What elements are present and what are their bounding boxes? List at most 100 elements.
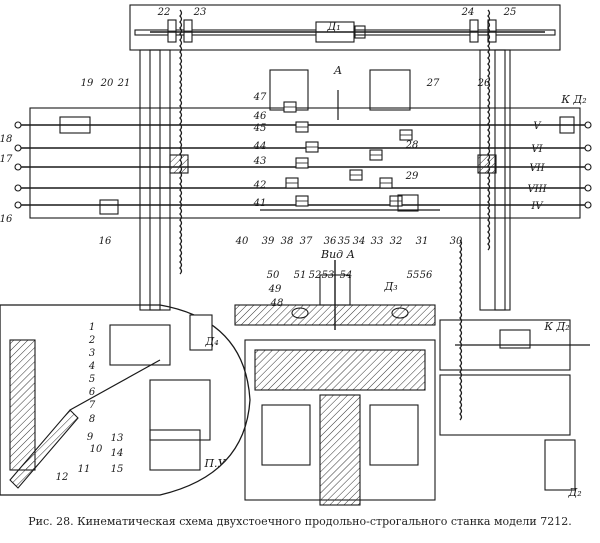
label-upper_left-5: 16 (0, 214, 13, 225)
vid-a-gear-left (291, 307, 309, 319)
shaft-vi-end-right (584, 144, 592, 152)
label-right-0: 27 (426, 78, 440, 89)
top-crossrail (129, 4, 561, 51)
inset-slide (9, 409, 79, 489)
label-center-3: 44 (253, 141, 267, 152)
left-gearbox-top (59, 116, 91, 134)
label-inset-7: 8 (89, 414, 95, 425)
inset-link (69, 359, 161, 411)
label-inset-4: 5 (89, 374, 95, 385)
label-bottom_row-6: 33 (371, 236, 384, 247)
shaft-vii-end-right (584, 163, 592, 171)
motor-d2-bottom (544, 439, 576, 491)
label-inset-13: 14 (111, 448, 124, 459)
label-motor-d3: Д₃ (383, 280, 397, 293)
label-right-2: 28 (405, 140, 419, 151)
label-center-1: 46 (253, 111, 267, 122)
lead-screw-right (487, 9, 491, 251)
inset-gearbox-upper (109, 324, 171, 366)
label-motor-d2-bottom: Д₂ (567, 486, 581, 499)
label-shaft-0: V (533, 121, 542, 132)
label-shaft-2: VII (529, 163, 545, 174)
label-bottom_row-3: 36 (324, 236, 337, 247)
label-motor-d4: Д₄ (204, 335, 218, 348)
label-shaft-4: IV (530, 201, 544, 212)
label-top-3: 25 (503, 7, 517, 18)
label-center-0: 47 (253, 92, 267, 103)
label-upper_left-3: 18 (0, 134, 12, 145)
rack-drive (319, 394, 361, 506)
label-right-1: 26 (477, 78, 491, 89)
motor-d4 (189, 314, 213, 351)
label-left_low-1: 40 (235, 236, 249, 247)
label-vid_a-8: 48 (270, 298, 284, 309)
label-inset-11: 12 (56, 472, 69, 483)
tool-head-right (369, 69, 411, 111)
figure-caption: Рис. 28. Кинематическая схема двухстоечн… (28, 515, 572, 528)
label-shaft-3: VIII (527, 184, 547, 195)
label-right-5: 30 (450, 236, 463, 247)
label-vid_a-4: 54 (340, 270, 353, 281)
nut-26 (477, 154, 497, 174)
bed-left-pocket (261, 404, 311, 466)
shaft-vii-end-left (14, 163, 22, 171)
shaft-v-end-left (14, 121, 22, 129)
vid-a-gear-right (391, 307, 409, 319)
label-motor-d1: Д₁ (326, 20, 340, 33)
label-vid_a-0: 50 (267, 270, 280, 281)
left-column-outer (139, 49, 171, 311)
right-gearbox-top (559, 116, 575, 134)
label-vid_a-3: 53 (322, 270, 335, 281)
label-vid_a-7: 49 (268, 284, 282, 295)
label-bottom_row-7: 32 (390, 236, 403, 247)
label-center-4: 43 (253, 156, 267, 167)
shaft-vi-end-left (14, 144, 22, 152)
lead-screw-right-lower (459, 239, 463, 421)
label-inset-9: 10 (90, 444, 103, 455)
left-column-inner (149, 49, 161, 311)
shaft-v-end-right (584, 121, 592, 129)
label-bottom_row-4: 35 (338, 236, 351, 247)
label-pu: П.У (203, 457, 226, 470)
label-top-1: 23 (193, 7, 207, 18)
label-right-3: 29 (405, 171, 419, 182)
label-view-a-arrow: А (333, 64, 342, 77)
lead-screw-left (179, 9, 183, 275)
label-top-0: 22 (157, 7, 171, 18)
crossrail-housing (29, 107, 581, 219)
label-inset-14: 15 (111, 464, 124, 475)
left-bracket-16 (99, 199, 119, 215)
label-inset-0: 1 (89, 322, 95, 333)
label-bottom_row-0: 39 (262, 236, 275, 247)
label-vid_a-2: 52 (309, 270, 322, 281)
label-top-2: 24 (461, 7, 475, 18)
label-center-5: 42 (253, 180, 267, 191)
shaft-iv-end-right (584, 201, 592, 209)
label-inset-2: 3 (89, 348, 95, 359)
label-left_low-0: 16 (99, 236, 112, 247)
right-gearbox (499, 329, 531, 349)
label-upper_left-1: 20 (100, 78, 114, 89)
label-motor-k-d2-top: К Д₂ (560, 93, 586, 106)
label-center-2: 45 (253, 123, 267, 134)
shaft-viii-end-right (584, 184, 592, 192)
inset-gearbox-right (149, 379, 211, 441)
label-upper_left-4: 17 (0, 154, 13, 165)
label-inset-12: 13 (111, 433, 124, 444)
label-bottom_row-5: 34 (353, 236, 366, 247)
bed-right-pocket (369, 404, 419, 466)
label-shaft-1: VI (531, 144, 543, 155)
label-inset-10: 11 (78, 464, 91, 475)
shaft-viii-end-left (14, 184, 22, 192)
right-drive-lower (439, 374, 571, 436)
right-column-inner (494, 49, 506, 311)
inset-pu-block (149, 429, 201, 471)
label-vid-a: Вид А (320, 248, 355, 261)
label-bottom_row-1: 38 (281, 236, 294, 247)
label-inset-1: 2 (88, 335, 95, 346)
label-bottom_row-2: 37 (300, 236, 313, 247)
label-right-4: 31 (416, 236, 429, 247)
clutch-29 (397, 194, 419, 212)
